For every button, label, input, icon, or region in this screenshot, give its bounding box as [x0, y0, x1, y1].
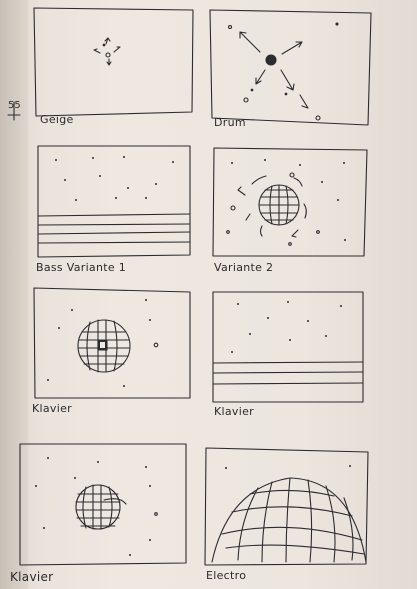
- center-dot: [106, 53, 110, 57]
- panel-klavier-2: [213, 292, 363, 402]
- panel-frame: [213, 292, 363, 402]
- panel-klavier-3: [20, 444, 186, 565]
- panel-variante-2: [213, 148, 367, 256]
- caption-panel-4: Variante 2: [214, 261, 273, 274]
- bass-lines: [213, 362, 363, 384]
- panel-frame: [20, 444, 186, 565]
- drum-center: [266, 55, 276, 65]
- arrow-down: [107, 59, 111, 65]
- bass-lines: [38, 214, 190, 243]
- caption-panel-3: Bass Variante 1: [36, 261, 126, 274]
- arrow-left: [94, 49, 100, 53]
- arrow-dr: [300, 95, 308, 108]
- caption-panel-2: Drum: [214, 116, 246, 129]
- arrow-ur: [282, 42, 302, 54]
- arrow-d: [281, 70, 294, 90]
- arc-arrow: [238, 187, 245, 195]
- arrow-ul: [240, 32, 260, 52]
- panel-frame: [34, 288, 190, 398]
- caption-panel-5: Klavier: [32, 402, 72, 415]
- margin-tick: [8, 102, 20, 120]
- panel-bass-variante-1: [38, 146, 190, 257]
- panel-frame: [34, 8, 193, 116]
- panel-electro: [205, 448, 368, 565]
- arrow-dl: [256, 70, 265, 84]
- dome-lat: [222, 490, 362, 540]
- caption-panel-6: Klavier: [214, 405, 254, 418]
- caption-panel-8: Electro: [206, 569, 246, 582]
- star-dots: [55, 156, 174, 201]
- panel-frame: [213, 148, 367, 256]
- caption-panel-7: Klavier: [10, 570, 53, 584]
- globe-long: [83, 485, 112, 529]
- panel-frame: [38, 146, 190, 257]
- panel-drum: [210, 10, 371, 125]
- star-dots: [231, 301, 342, 353]
- panel-klavier-1: [34, 288, 190, 398]
- caption-panel-1: Geige: [40, 113, 74, 126]
- panel-geige: [34, 8, 193, 116]
- arrow-right: [114, 47, 120, 52]
- panel-frame: [210, 10, 371, 125]
- arrow-up: [105, 38, 110, 44]
